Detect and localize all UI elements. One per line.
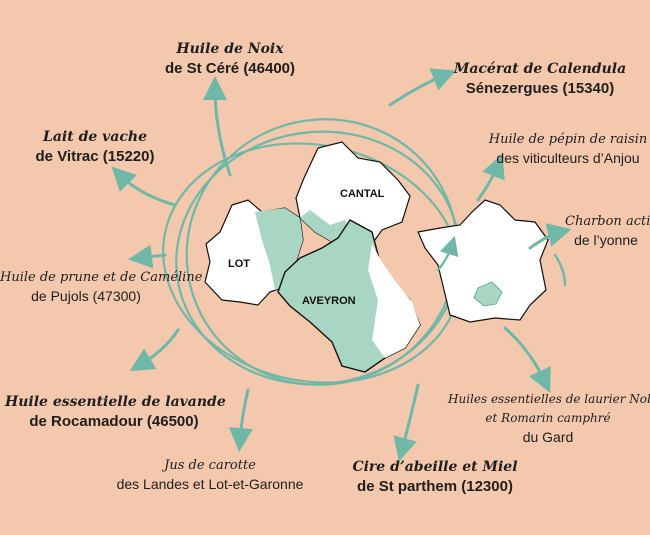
cantal-region	[295, 141, 411, 245]
label-laurier-title-2: et Romarin camphré	[485, 411, 611, 425]
label-huile-noix: Huile de Noix de St Céré (46400)	[150, 40, 310, 78]
label-pepin-raisin-title: Huile de pépin de raisin	[488, 132, 648, 147]
label-charbon-title: Charbon actif	[565, 214, 650, 229]
region-label-cantal: CANTAL	[340, 188, 385, 200]
label-laurier: Huiles essentielles de laurier Noble et …	[448, 390, 650, 447]
label-carotte: Jus de carotte des Landes et Lot-et-Garo…	[110, 456, 310, 494]
label-prune-title: Huile de prune et de Caméline	[0, 270, 203, 285]
region-label-aveyron: AVEYRON	[302, 295, 356, 307]
label-lavande: Huile essentielle de lavande de Rocamado…	[5, 393, 226, 431]
region-label-lot: LOT	[228, 258, 250, 270]
label-cire-title: Cire d’abeille et Miel	[352, 459, 518, 475]
label-prune: Huile de prune et de Caméline de Pujols …	[0, 268, 203, 306]
arrows	[111, 68, 572, 462]
label-laurier-title: Huiles essentielles de laurier Noble	[448, 392, 650, 406]
cantal-shade	[300, 210, 352, 242]
france-highlight	[473, 281, 503, 307]
label-lait-vache-title: Lait de vache	[43, 129, 147, 145]
label-calendula-origin: Sénezergues (15340)	[465, 80, 615, 97]
label-pepin-raisin: Huile de pépin de raisin des viticulteur…	[488, 130, 648, 168]
label-cire-origin: de St parthem (12300)	[357, 478, 513, 495]
label-carotte-origin: des Landes et Lot-et-Garonne	[116, 476, 304, 492]
label-prune-origin: de Pujols (47300)	[31, 288, 141, 304]
label-huile-noix-title: Huile de Noix	[176, 41, 284, 57]
label-huile-noix-origin: de St Céré (46400)	[164, 60, 296, 77]
label-pepin-raisin-origin: des viticulteurs d’Anjou	[496, 150, 640, 166]
label-cire: Cire d’abeille et Miel de St parthem (12…	[345, 458, 525, 496]
label-charbon-origin: de l’yonne	[574, 232, 638, 248]
label-lavande-origin: de Rocamadour (46500)	[29, 413, 199, 430]
label-lavande-title: Huile essentielle de lavande	[5, 394, 226, 410]
aveyron-light	[368, 244, 420, 358]
label-laurier-origin: du Gard	[522, 429, 574, 445]
label-lait-vache-origin: de Vitrac (15220)	[35, 148, 155, 165]
label-lait-vache: Lait de vache de Vitrac (15220)	[15, 128, 175, 166]
label-carotte-title: Jus de carotte	[164, 458, 256, 473]
label-calendula: Macérat de Calendula Sénezergues (15340)	[440, 60, 640, 98]
france-map	[417, 199, 549, 323]
label-calendula-title: Macérat de Calendula	[453, 61, 627, 77]
label-charbon: Charbon actif de l’yonne	[565, 212, 650, 250]
